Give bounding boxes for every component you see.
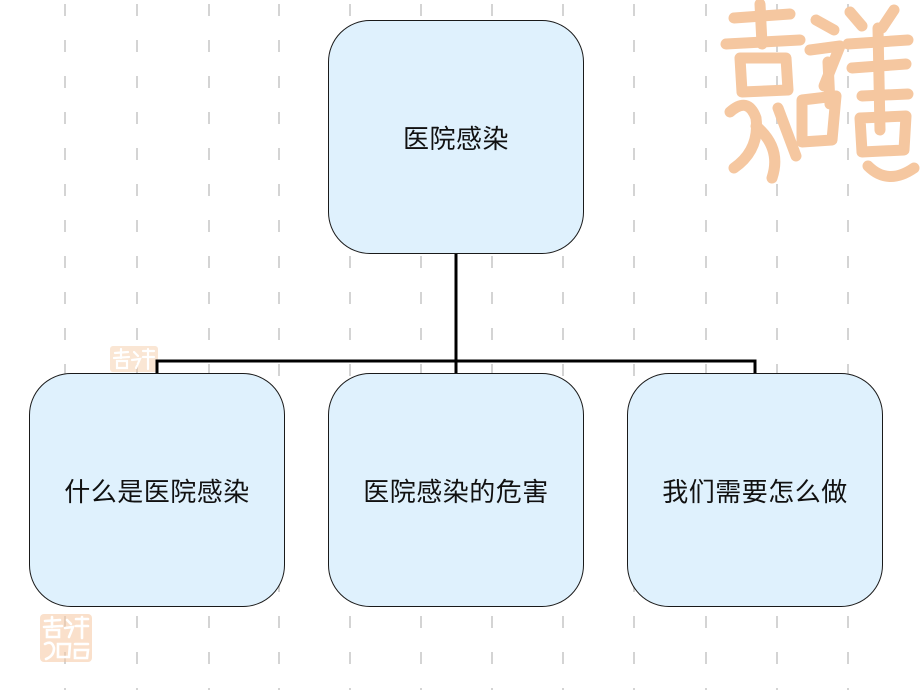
root-node[interactable]: 医院感染 (328, 20, 584, 254)
calligraphy-seal-large (720, 0, 920, 184)
child-node-what-is[interactable]: 什么是医院感染 (29, 373, 285, 607)
child-node-what-to-do[interactable]: 我们需要怎么做 (627, 373, 883, 607)
child-node-label: 医院感染的危害 (363, 477, 549, 508)
calligraphy-seal-small (110, 346, 158, 372)
child-node-label: 我们需要怎么做 (662, 477, 848, 508)
calligraphy-seal-bottom (40, 614, 92, 662)
child-node-harm[interactable]: 医院感染的危害 (328, 373, 584, 607)
child-node-label: 什么是医院感染 (64, 477, 250, 508)
root-node-label: 医院感染 (402, 124, 509, 155)
